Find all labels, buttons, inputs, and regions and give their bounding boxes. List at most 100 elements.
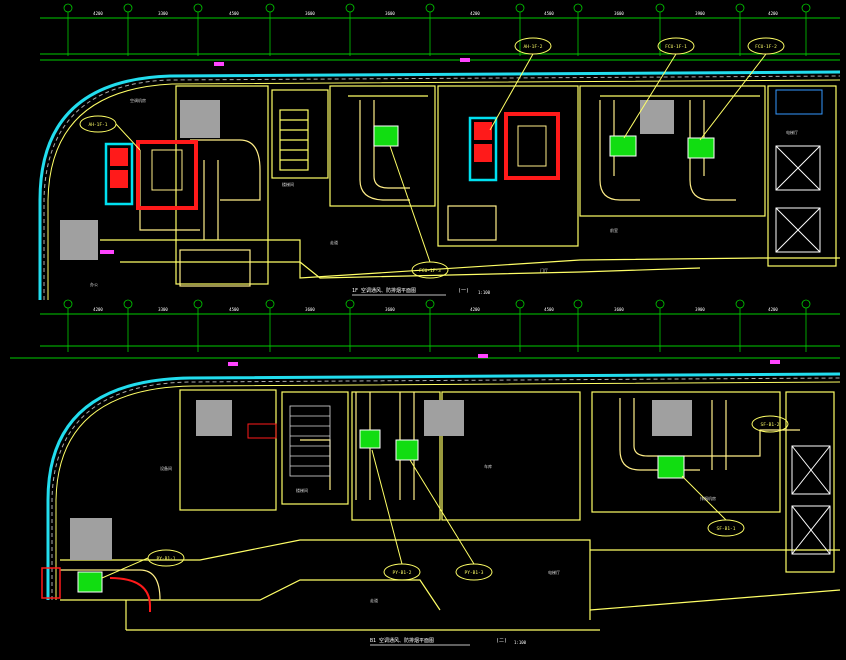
bottom-dimension-label: 3600: [305, 307, 315, 312]
top-room-6: 办公: [90, 281, 98, 287]
top-air-handler-2: [468, 112, 560, 182]
top-axis-bubble: [193, 3, 203, 13]
top-blue-room: [775, 89, 823, 115]
bottom-curved-facade: [46, 372, 841, 600]
bottom-axis-bubble: [193, 299, 203, 309]
bottom-axis-bubble: [515, 299, 525, 309]
bottom-dimension-label: 4200: [768, 307, 778, 312]
bottom-axis-bubble: [801, 299, 811, 309]
bottom-axis-bubble: [63, 299, 73, 309]
bottom-unit-tags: [101, 415, 789, 581]
top-plan-scale: 1:100: [478, 290, 491, 295]
bottom-dimension-label: 3300: [158, 307, 168, 312]
bottom-fan-units: [77, 429, 685, 593]
top-equipment-gray: [60, 100, 674, 260]
top-dimension-row: [40, 17, 840, 61]
top-air-handler-1: [104, 140, 198, 210]
top-dimension-label: 3900: [695, 11, 705, 16]
bottom-plan-suffix: (二): [496, 638, 507, 644]
bottom-axis-bubble: [345, 299, 355, 309]
top-dimension-label: 4500: [544, 11, 554, 16]
top-room-1: 空调机房: [130, 97, 146, 103]
bottom-dimension-label: 3600: [614, 307, 624, 312]
bottom-axis-bubble: [655, 299, 665, 309]
plan-top: 4200 3300 4500 3600 3600 4200 4500 3600 3900 4200: [38, 3, 841, 300]
top-tag-1: AH-1F-1: [89, 122, 108, 128]
bottom-equipment-gray: [70, 400, 692, 560]
bottom-axis-bubble: [265, 299, 275, 309]
plan-bottom: 4200 3300 4500 3600 3600 4200 4500 3600 3900 4200: [10, 299, 841, 646]
top-dimension-label: 4200: [470, 11, 480, 16]
top-tag-4: FCU-1F-2: [755, 44, 777, 50]
top-tag-2: AH-1F-2: [524, 44, 543, 50]
bottom-dimension-label: 3900: [695, 307, 705, 312]
top-dimension-label: 3600: [614, 11, 624, 16]
bottom-axis-bubble: [425, 299, 435, 309]
bottom-room-5: 走道: [370, 597, 378, 603]
top-axis-bubbles: 4200 3300 4500 3600 3600 4200 4500 3600 3900 4200: [63, 3, 811, 56]
top-room-3: 走道: [330, 239, 338, 245]
top-ducts: [139, 100, 736, 287]
bottom-room-1: 设备间: [160, 465, 172, 471]
top-axis-bubble: [573, 3, 583, 13]
bottom-axis-bubble: [735, 299, 745, 309]
top-axis-bubble: [123, 3, 133, 13]
top-axis-bubble: [801, 3, 811, 13]
bottom-axis-bubble: [573, 299, 583, 309]
top-curved-facade-dash: [43, 75, 841, 300]
top-axis-bubble: [735, 3, 745, 13]
top-dimension-label: 4200: [93, 11, 103, 16]
top-plan-suffix: (一): [458, 288, 469, 294]
top-tag-5: FCU-1F-3: [419, 268, 441, 274]
bottom-dimension-label: 3600: [385, 307, 395, 312]
bottom-tag-2: PY-B1-2: [393, 570, 412, 576]
bottom-stair: [289, 405, 331, 477]
bottom-room-6: 电梯厅: [548, 569, 560, 575]
bottom-dimension-row: [10, 313, 840, 359]
bottom-plan-scale: 1:100: [514, 640, 527, 645]
top-dimension-label: 3600: [305, 11, 315, 16]
top-room-4: 前室: [610, 227, 618, 233]
bottom-tag-1: PY-B1-1: [157, 556, 176, 562]
top-axis-bubble: [265, 3, 275, 13]
top-curved-facade: [38, 70, 841, 300]
bottom-tag-3: PY-B1-3: [465, 570, 484, 576]
top-unit-tags: [79, 37, 785, 279]
top-dimension-label: 4500: [229, 11, 239, 16]
bottom-tag-5: SF-B1-2: [761, 422, 780, 428]
bottom-axis-bubbles: 4200 3300 4500 3600 3600 4200 4500 3600 3900 4200: [63, 299, 811, 352]
bottom-dimension-label: 4200: [470, 307, 480, 312]
top-axis-bubble: [655, 3, 665, 13]
bottom-dimension-label: 4500: [229, 307, 239, 312]
bottom-dimension-label: 4200: [93, 307, 103, 312]
bottom-axis-bubble: [123, 299, 133, 309]
top-dimension-label: 4200: [768, 11, 778, 16]
bottom-elevators: [791, 445, 831, 555]
top-tag-3: FCU-1F-1: [665, 44, 687, 50]
top-axis-bubble: [345, 3, 355, 13]
top-axis-bubble: [425, 3, 435, 13]
bottom-magenta-markers: [228, 354, 780, 366]
bottom-dimension-label: 4500: [544, 307, 554, 312]
bottom-tag-4: SF-B1-1: [717, 526, 736, 532]
bottom-red-duct: [109, 577, 151, 612]
bottom-plan-title: B1 空调通风、防排烟平面图: [370, 637, 434, 644]
bottom-red-callout: [247, 423, 277, 439]
bottom-room-4: 排烟机房: [700, 495, 716, 501]
top-room-7: 电梯厅: [786, 129, 798, 135]
top-fan-units: [373, 125, 715, 159]
top-dimension-label: 3300: [158, 11, 168, 16]
top-magenta-markers: [100, 58, 470, 254]
bottom-walls: [60, 389, 841, 631]
top-elevators: [775, 145, 821, 253]
top-axis-bubble: [515, 3, 525, 13]
top-walls: [100, 85, 840, 285]
top-room-5: 门厅: [540, 267, 548, 273]
top-axis-bubble: [63, 3, 73, 13]
top-room-2: 楼梯间: [282, 181, 294, 187]
bottom-room-2: 楼梯间: [296, 487, 308, 493]
top-plan-title: 1F 空调通风、防排烟平面图: [352, 287, 416, 294]
bottom-room-3: 车库: [484, 463, 492, 469]
top-dimension-label: 3600: [385, 11, 395, 16]
